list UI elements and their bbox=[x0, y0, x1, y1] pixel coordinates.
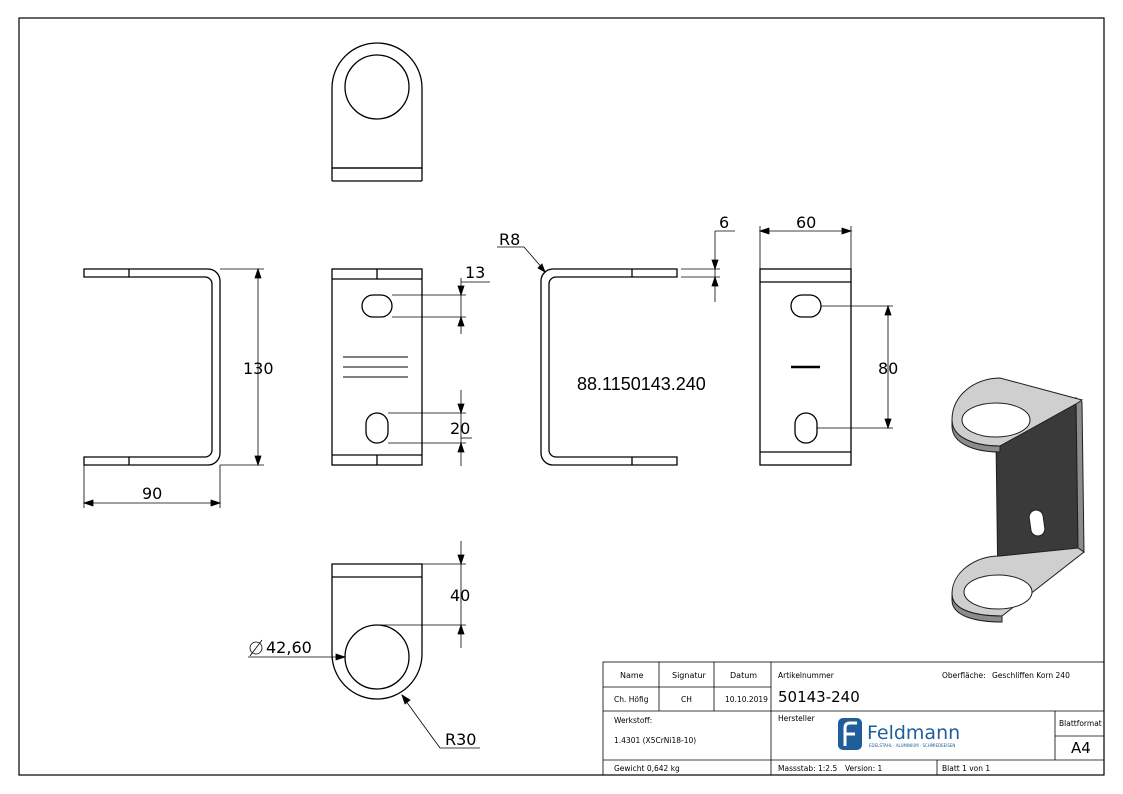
dim-eye-radius-label: R30 bbox=[445, 730, 476, 749]
dim-eye-diameter bbox=[248, 639, 347, 661]
dim-depth bbox=[758, 226, 853, 269]
oberflaeche-value: Geschliffen Korn 240 bbox=[992, 671, 1070, 680]
dim-slot-length bbox=[388, 390, 472, 466]
dim-height-label: 130 bbox=[243, 359, 274, 378]
hersteller-label: Hersteller bbox=[778, 714, 816, 723]
oberflaeche-label: Oberfläche: bbox=[942, 671, 986, 680]
dim-width-label: 90 bbox=[142, 484, 162, 503]
dim-hole-offset bbox=[392, 278, 490, 334]
blattformat-label: Blattformat bbox=[1059, 719, 1102, 728]
version-value: Version: 1 bbox=[845, 764, 882, 773]
gewicht-value: Gewicht 0,642 kg bbox=[614, 764, 680, 773]
blattformat-value: A4 bbox=[1071, 739, 1091, 757]
massstab-value: Massstab: 1:2.5 bbox=[778, 764, 837, 773]
header-datum: Datum bbox=[730, 671, 757, 680]
feldmann-logo: Feldmann EDELSTAHL · ALUMINIUM · SCHMIED… bbox=[838, 718, 960, 750]
side-view-left bbox=[83, 268, 221, 466]
blatt-value: Blatt 1 von 1 bbox=[942, 764, 990, 773]
title-block bbox=[602, 661, 1105, 776]
dim-depth-label: 60 bbox=[796, 213, 816, 232]
header-signatur: Signatur bbox=[672, 671, 707, 680]
front-view bbox=[331, 268, 423, 466]
dim-eye-height bbox=[377, 541, 466, 648]
sheet-border bbox=[18, 17, 1105, 776]
dim-slot-length-label: 20 bbox=[450, 419, 470, 438]
logo-tagline: EDELSTAHL · ALUMINIUM · SCHMIEDEEISEN bbox=[869, 743, 955, 748]
werkstoff-value: 1.4301 (X5CrNi18-10) bbox=[614, 736, 696, 745]
dim-eye-diameter-label: 42,60 bbox=[266, 638, 312, 657]
artikelnummer-label: Artikelnummer bbox=[778, 671, 835, 680]
dim-hole-offset-label: 13 bbox=[465, 263, 485, 282]
werkstoff-label: Werkstoff: bbox=[614, 716, 652, 725]
logo-name: Feldmann bbox=[867, 722, 960, 744]
dim-height bbox=[220, 267, 264, 467]
dim-eye-radius bbox=[401, 694, 480, 749]
part-number-label: 88.1150143.240 bbox=[577, 374, 706, 394]
signatur-value: CH bbox=[681, 695, 692, 704]
dim-thickness bbox=[681, 230, 735, 302]
dim-eye-height-label: 40 bbox=[450, 586, 470, 605]
dim-thickness-label: 6 bbox=[719, 213, 729, 232]
artikelnummer-value: 50143-240 bbox=[778, 688, 860, 706]
datum-value: 10.10.2019 bbox=[725, 695, 768, 704]
dim-hole-spacing-label: 80 bbox=[878, 359, 898, 378]
dim-hole-spacing bbox=[817, 304, 893, 430]
isometric-render bbox=[951, 377, 1085, 623]
header-name: Name bbox=[620, 671, 644, 680]
dim-width bbox=[82, 465, 222, 508]
side-view-right bbox=[540, 268, 678, 466]
name-value: Ch. Höfig bbox=[614, 695, 649, 704]
bottom-view bbox=[331, 563, 423, 700]
dim-bend-radius-label: R8 bbox=[499, 230, 520, 249]
rear-view bbox=[759, 268, 852, 466]
dim-bend-radius bbox=[497, 246, 546, 273]
top-view bbox=[331, 42, 423, 182]
